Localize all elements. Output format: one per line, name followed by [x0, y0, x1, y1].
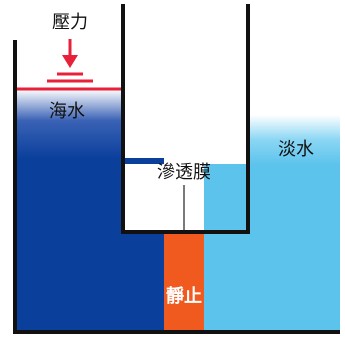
freshwater-channel-region [123, 164, 204, 232]
inner-container-wall [121, 4, 250, 234]
seawater-surface-region [15, 89, 123, 159]
freshwater-label: 淡水 [278, 139, 314, 160]
equilibrium-label: 靜止 [166, 285, 202, 307]
seawater-label: 海水 [49, 101, 85, 122]
membrane [164, 232, 204, 332]
pressure-arrow-icon [62, 39, 78, 68]
freshwater-surface-region [248, 115, 340, 165]
outer-tank-wall [13, 40, 340, 334]
membrane-label: 滲透膜 [157, 162, 211, 183]
pressure-label: 壓力 [52, 12, 88, 33]
freshwater-region [204, 164, 340, 332]
